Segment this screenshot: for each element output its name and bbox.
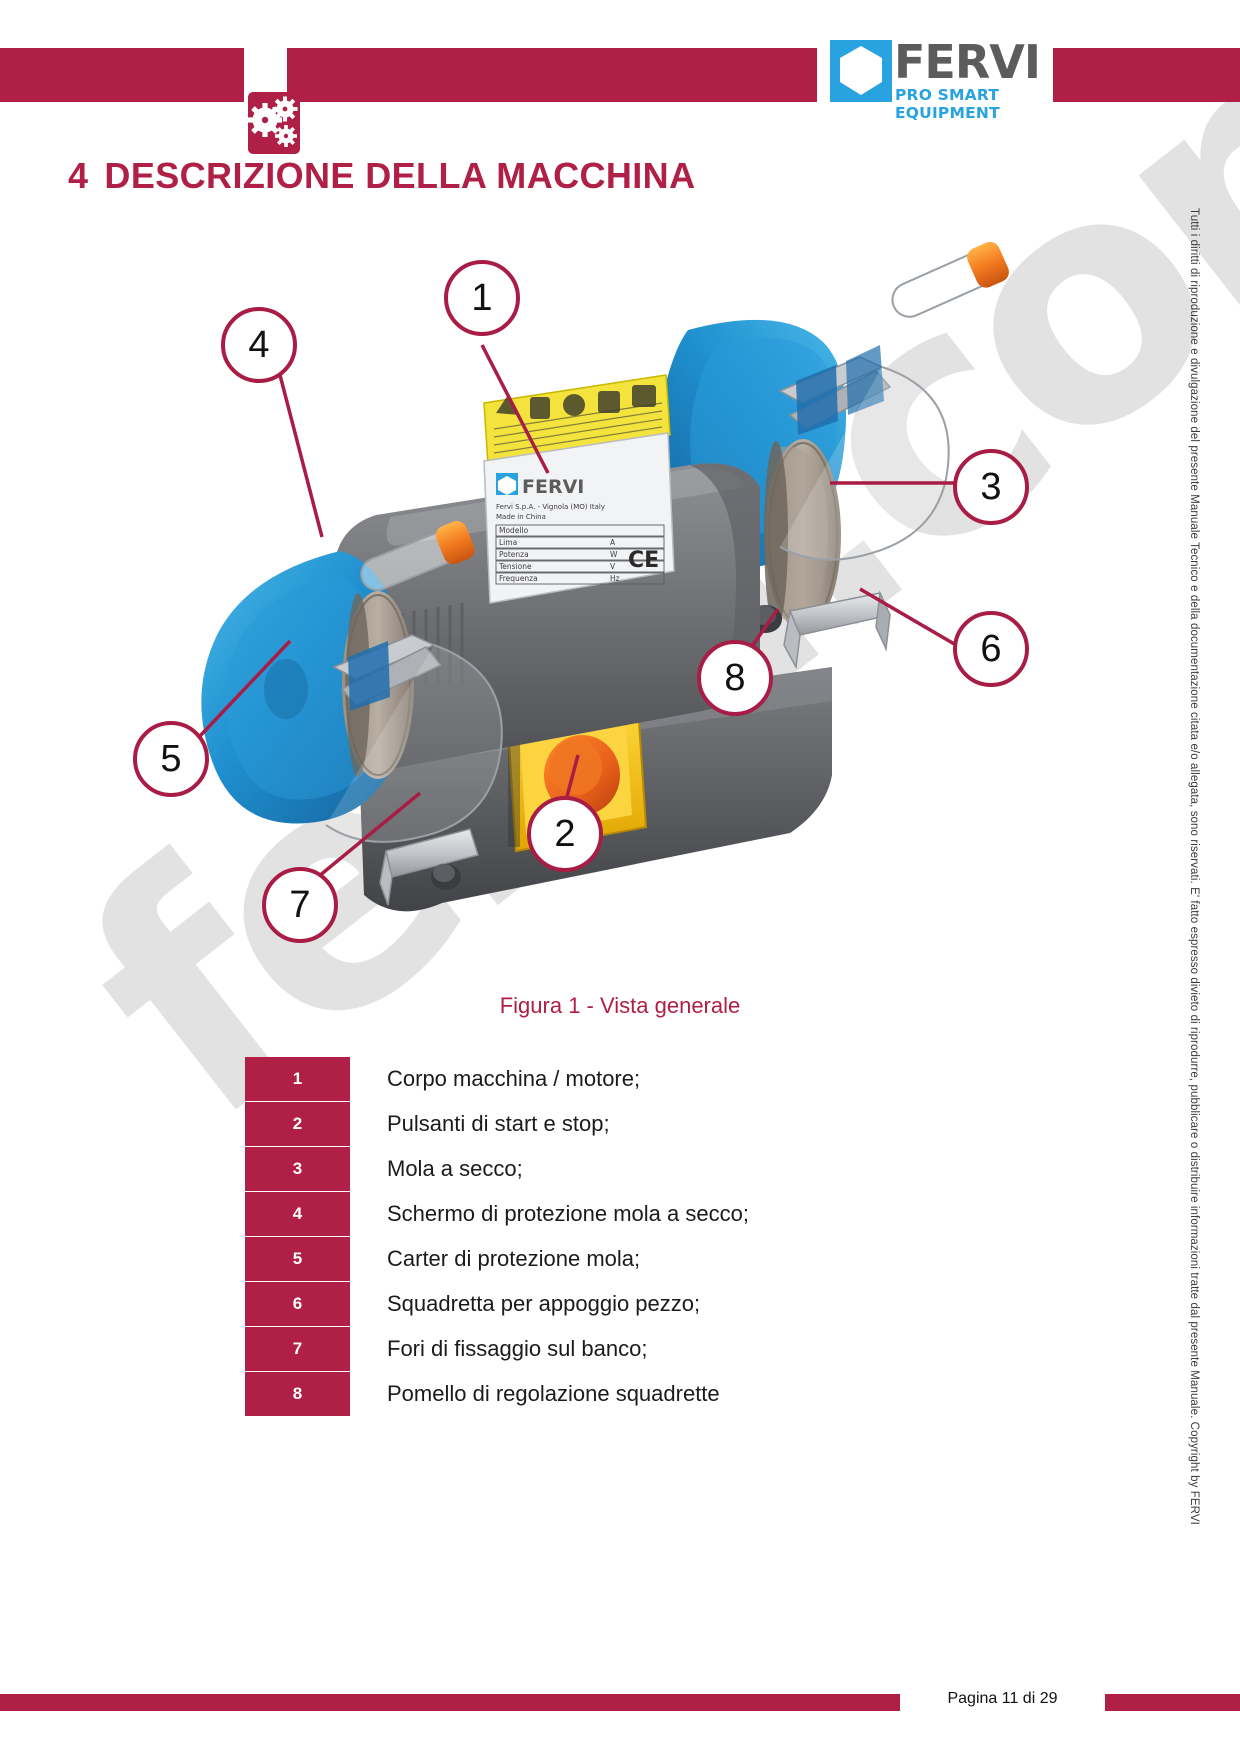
right-spark-guard <box>778 241 1009 561</box>
legend-label: Squadretta per appoggio pezzo; <box>387 1291 701 1316</box>
callout-8-label: 8 <box>724 656 746 699</box>
legend-label: Pulsanti di start e stop; <box>387 1111 610 1136</box>
legend-number: 8 <box>245 1372 350 1416</box>
figure-bench-grinder: FERVI Fervi S.p.A. - Vignola (MO) Italy … <box>90 215 1090 1005</box>
callout-7: 7 <box>262 867 338 943</box>
legend-label: Carter di protezione mola; <box>387 1246 641 1271</box>
right-tool-rest <box>783 590 892 670</box>
page-title-number: 4 <box>68 155 89 196</box>
legend-number: 3 <box>245 1147 350 1191</box>
callout-2-label: 2 <box>554 812 576 855</box>
page-number: Pagina 11 di 29 <box>900 1690 1105 1708</box>
logo-tagline: PRO SMART EQUIPMENT <box>895 86 1000 122</box>
footer-bar-right <box>1105 1694 1240 1711</box>
svg-text:Made in China: Made in China <box>496 513 546 521</box>
callout-5-label: 5 <box>160 737 182 780</box>
legend-number: 7 <box>245 1327 350 1371</box>
callout-3: 3 <box>953 449 1029 525</box>
legend-label: Fori di fissaggio sul banco; <box>387 1336 648 1361</box>
header-brand-plate <box>58 48 244 102</box>
page-title: 4 DESCRIZIONE DELLA MACCHINA <box>68 155 695 197</box>
legend-number: 2 <box>245 1102 350 1146</box>
gears-icon <box>248 92 300 154</box>
table-row: 4 Schermo di protezione mola a secco; <box>245 1192 905 1236</box>
callout-1: 1 <box>444 260 520 336</box>
legend-label: Pomello di regolazione squadrette <box>387 1381 720 1406</box>
page-footer: Pagina 11 di 29 <box>0 1688 1240 1714</box>
svg-text:Tensione: Tensione <box>498 562 532 571</box>
legend-number: 6 <box>245 1282 350 1326</box>
table-row: 5 Carter di protezione mola; <box>245 1237 905 1281</box>
callout-6: 6 <box>953 611 1029 687</box>
table-row: 8 Pomello di regolazione squadrette <box>245 1372 905 1416</box>
fervi-logo: FERVI PRO SMART EQUIPMENT <box>830 35 1052 122</box>
legend-number: 5 <box>245 1237 350 1281</box>
legend-label: Mola a secco; <box>387 1156 523 1181</box>
table-row: 3 Mola a secco; <box>245 1147 905 1191</box>
table-row: 7 Fori di fissaggio sul banco; <box>245 1327 905 1371</box>
rating-plate: FERVI Fervi S.p.A. - Vignola (MO) Italy … <box>483 432 675 604</box>
legend-table: 1 Corpo macchina / motore; 2 Pulsanti di… <box>245 1057 905 1417</box>
legend-label: Corpo macchina / motore; <box>387 1066 641 1091</box>
svg-text:FERVI: FERVI <box>522 476 584 498</box>
table-row: 1 Corpo macchina / motore; <box>245 1057 905 1101</box>
figure-caption: Figura 1 - Vista generale <box>499 993 741 1018</box>
legend-label: Schermo di protezione mola a secco; <box>387 1201 749 1226</box>
svg-text:W: W <box>610 550 618 559</box>
svg-text:Lima: Lima <box>499 538 517 547</box>
callout-2: 2 <box>527 796 603 872</box>
svg-text:V: V <box>610 562 616 571</box>
page-title-text: DESCRIZIONE DELLA MACCHINA <box>104 155 696 196</box>
footer-bar-left <box>0 1694 900 1711</box>
page-header: MACCHINE E ACCESSORI <box>0 48 1240 154</box>
logo-wordmark: FERVI <box>894 35 1041 89</box>
left-tool-rest <box>379 828 479 906</box>
svg-text:Fervi S.p.A. - Vignola (MO) It: Fervi S.p.A. - Vignola (MO) Italy <box>496 503 605 511</box>
svg-text:CE: CE <box>628 548 659 573</box>
callout-8: 8 <box>697 640 773 716</box>
hexagon-logo-icon <box>830 40 892 102</box>
side-copyright-text: Tutti i diritti di riproduzione e divulg… <box>1188 208 1200 1525</box>
bench-grinder-illustration: FERVI Fervi S.p.A. - Vignola (MO) Italy … <box>180 241 1009 912</box>
table-row: 6 Squadretta per appoggio pezzo; <box>245 1282 905 1326</box>
svg-text:A: A <box>610 538 616 547</box>
legend-number: 1 <box>245 1057 350 1101</box>
header-bar-middle <box>287 48 817 102</box>
header-bar-right <box>1053 48 1240 102</box>
callout-6-label: 6 <box>980 627 1002 670</box>
side-copyright-notice: Tutti i diritti di riproduzione e divulg… <box>1178 208 1208 1525</box>
callout-4: 4 <box>221 307 297 383</box>
callout-1-label: 1 <box>471 276 493 319</box>
guard-dimple <box>264 659 308 719</box>
svg-text:Frequenza: Frequenza <box>499 574 538 583</box>
callout-7-label: 7 <box>289 883 311 926</box>
callout-3-label: 3 <box>980 465 1002 508</box>
svg-text:Potenza: Potenza <box>499 550 529 559</box>
legend-number: 4 <box>245 1192 350 1236</box>
svg-text:Modello: Modello <box>499 526 529 535</box>
svg-text:Hz: Hz <box>610 574 620 583</box>
left-spark-guard <box>325 521 503 843</box>
callout-5: 5 <box>133 721 209 797</box>
callout-4-label: 4 <box>248 323 270 366</box>
left-adjustment-knob <box>431 864 461 890</box>
table-row: 2 Pulsanti di start e stop; <box>245 1102 905 1146</box>
